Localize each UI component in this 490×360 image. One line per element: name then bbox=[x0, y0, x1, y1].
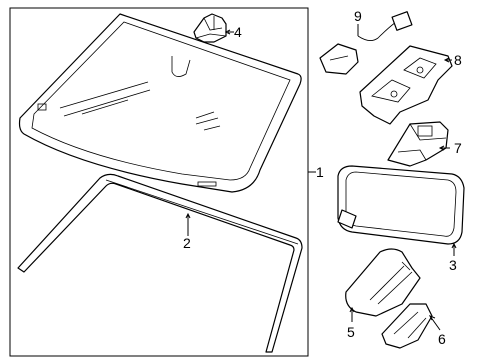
sensor-bracket[interactable] bbox=[193, 13, 227, 43]
windshield-glass[interactable] bbox=[18, 13, 302, 193]
camera-mount-bracket[interactable] bbox=[359, 45, 453, 125]
callout-5: 5 bbox=[347, 324, 355, 340]
callout-3: 3 bbox=[449, 257, 457, 273]
rearview-mirror[interactable] bbox=[337, 165, 465, 245]
camera-module[interactable] bbox=[387, 121, 449, 167]
windshield-moulding[interactable] bbox=[17, 173, 303, 353]
wiring-harness[interactable] bbox=[319, 11, 413, 75]
callout-8: 8 bbox=[454, 52, 462, 68]
mirror-cover[interactable] bbox=[345, 248, 421, 317]
callout-1: 1 bbox=[316, 164, 324, 180]
callout-4: 4 bbox=[234, 24, 242, 40]
callout-6: 6 bbox=[438, 331, 446, 347]
callout-leaders bbox=[185, 24, 457, 331]
callout-2: 2 bbox=[183, 235, 191, 251]
callout-7: 7 bbox=[454, 140, 462, 156]
callout-9: 9 bbox=[354, 8, 362, 24]
sensor-cover[interactable] bbox=[381, 303, 433, 349]
